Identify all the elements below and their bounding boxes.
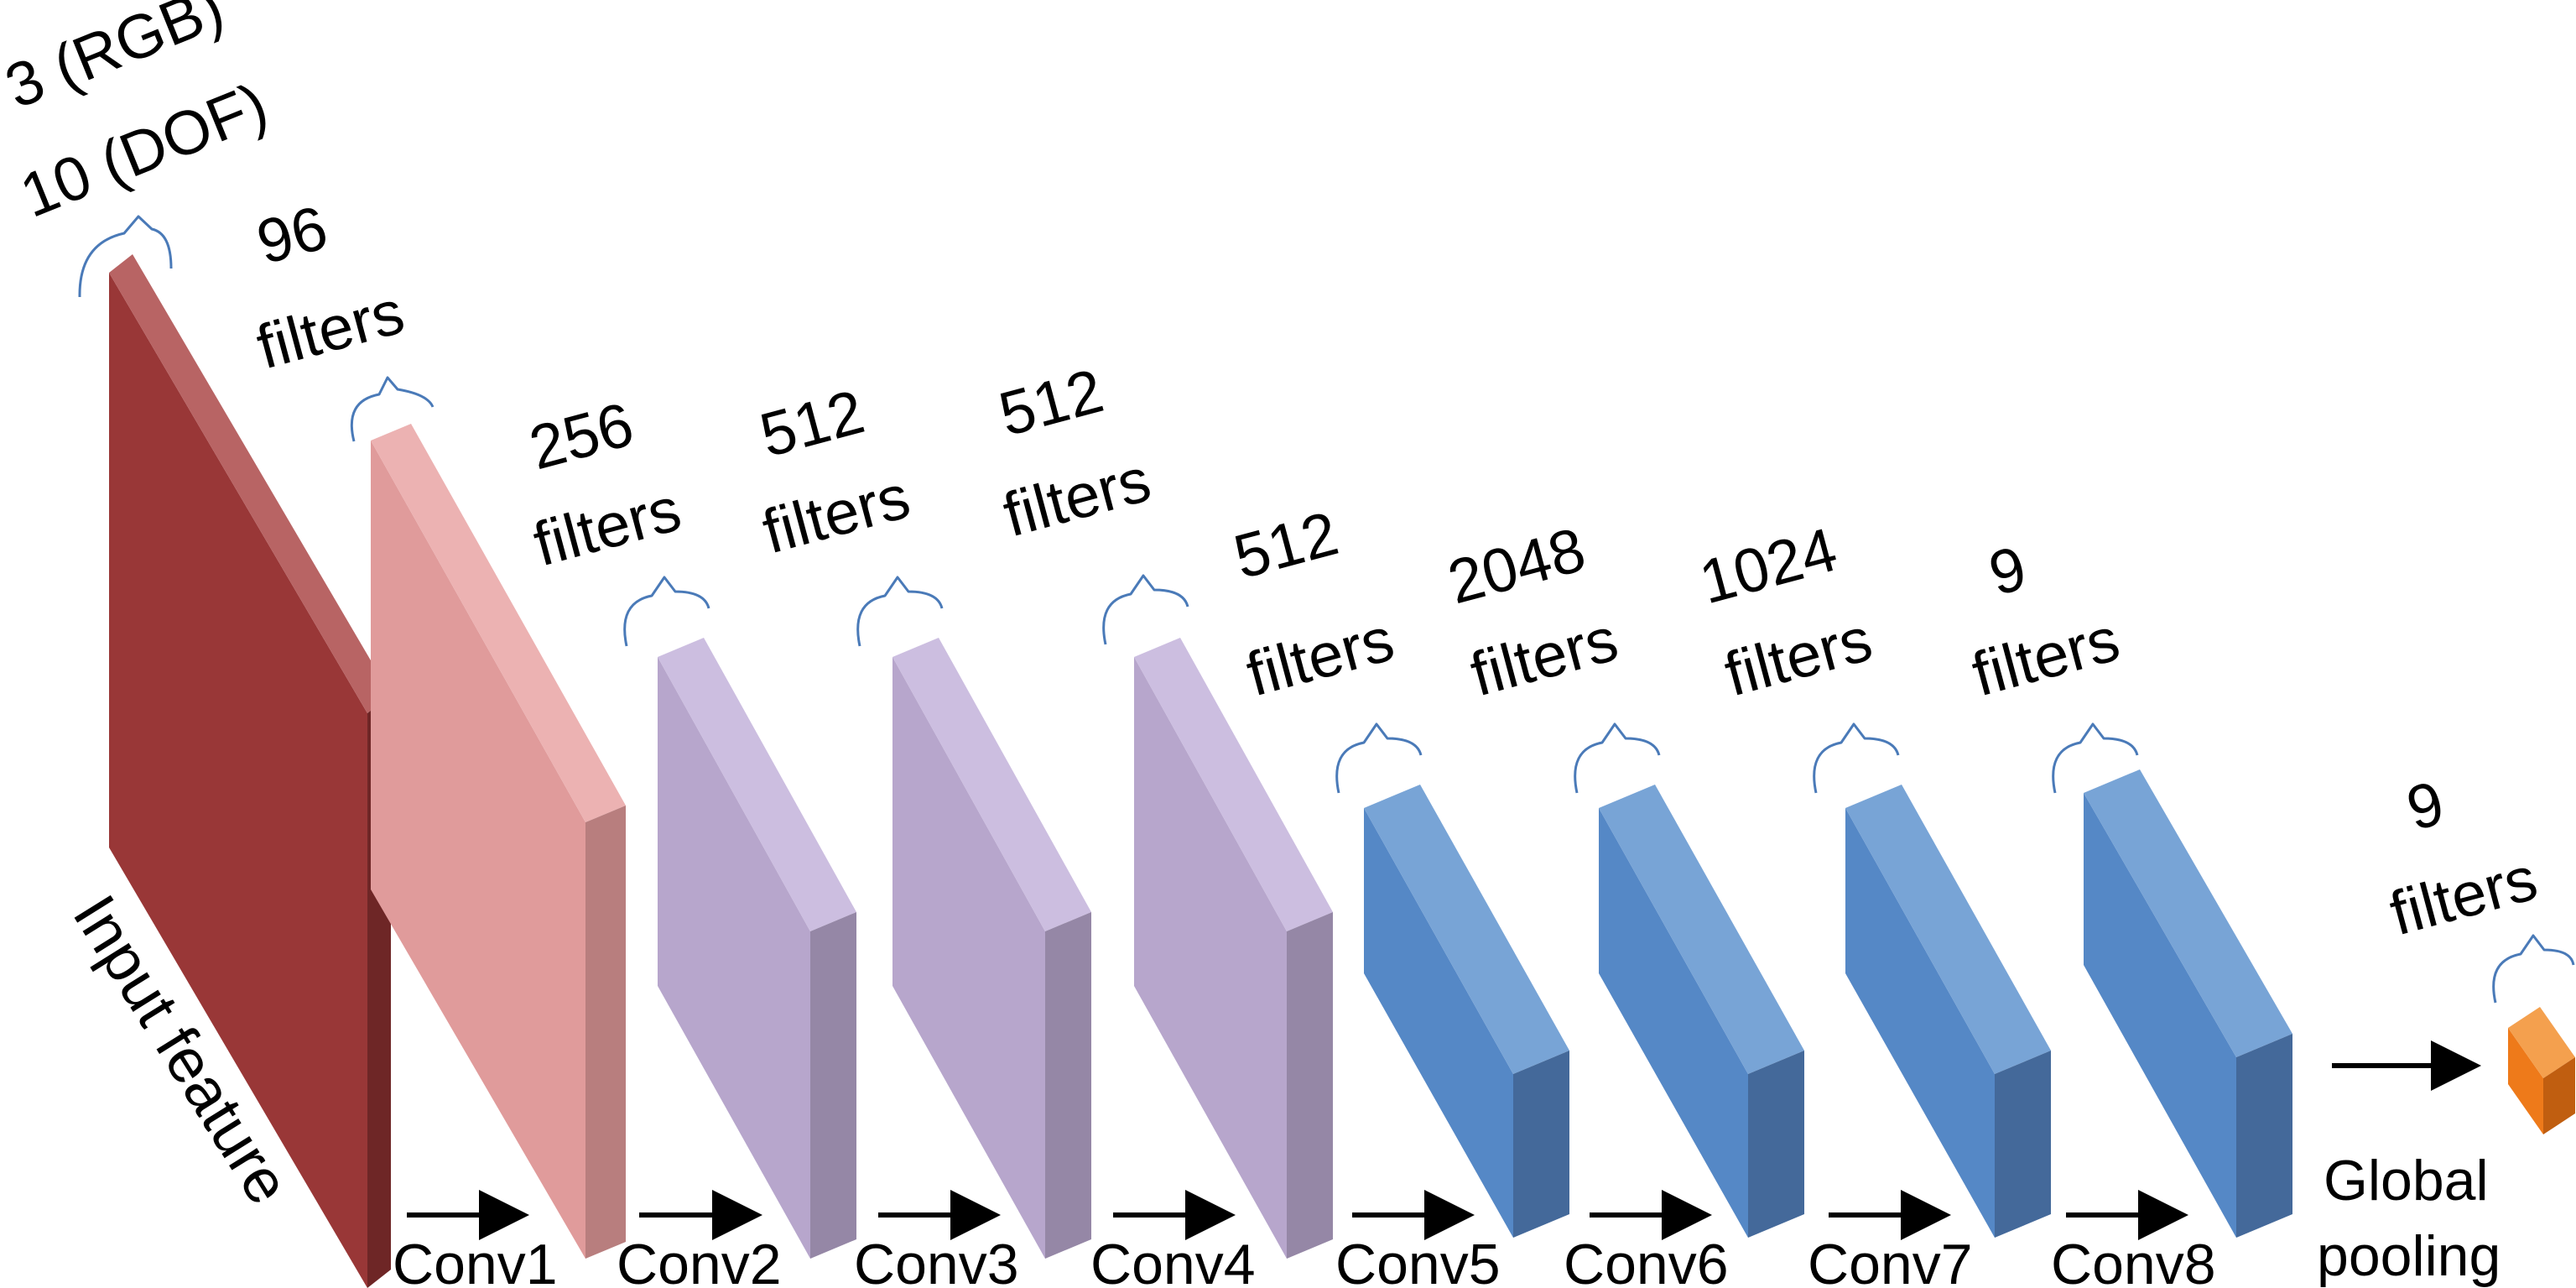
- conv3-brace: [856, 576, 944, 647]
- conv8-block: [2084, 769, 2292, 1238]
- global-pooling-label-line1: Global: [2324, 1149, 2489, 1212]
- conv4-filter-unit: filters: [997, 445, 1158, 550]
- conv3-block: [892, 638, 1091, 1259]
- conv1-brace: [350, 376, 435, 442]
- conv2-filter-count: 256: [523, 388, 641, 482]
- conv8-filter-count: 9: [1982, 533, 2033, 609]
- conv6-block: [1599, 785, 1804, 1238]
- conv4-brace: [1102, 574, 1189, 645]
- conv4-block: [1134, 638, 1333, 1259]
- conv7-label: Conv7: [1808, 1233, 1973, 1288]
- conv7-filter-count: 1024: [1693, 514, 1844, 618]
- conv1-block: [371, 424, 626, 1259]
- output-filter-count: 9: [2400, 768, 2451, 844]
- flow-arrows: [407, 1040, 2481, 1240]
- conv4-label: Conv4: [1090, 1233, 1256, 1288]
- conv6-filter-count: 2048: [1441, 514, 1592, 618]
- conv1-filter-unit: filters: [250, 277, 411, 383]
- conv3-label: Conv3: [854, 1233, 1019, 1288]
- conv6-filter-unit: filters: [1464, 604, 1625, 710]
- conv8-label: Conv8: [2051, 1233, 2216, 1288]
- conv1-label: Conv1: [393, 1233, 558, 1288]
- conv6-label: Conv6: [1564, 1233, 1729, 1288]
- conv4-filter-count: 512: [992, 355, 1111, 449]
- conv2-label: Conv2: [617, 1233, 782, 1288]
- conv7-brace: [1813, 722, 1900, 794]
- conv2-block: [658, 638, 856, 1259]
- conv7-block: [1845, 785, 2051, 1238]
- conv8-brace: [2052, 722, 2139, 794]
- conv5-label: Conv5: [1335, 1233, 1501, 1288]
- conv5-filter-unit: filters: [1240, 604, 1401, 710]
- global-pooling-output-block: [2508, 1007, 2575, 1134]
- conv2-filter-unit: filters: [527, 474, 688, 580]
- conv5-block: [1364, 785, 1569, 1238]
- conv7-filter-unit: filters: [1718, 604, 1879, 710]
- conv8-filter-unit: filters: [1965, 604, 2126, 710]
- conv2-brace: [623, 576, 710, 647]
- conv3-filter-unit: filters: [756, 461, 917, 567]
- conv5-brace: [1335, 722, 1423, 794]
- global-pooling-label-line2: pooling: [2317, 1224, 2501, 1288]
- conv5-filter-count: 512: [1227, 498, 1345, 592]
- conv6-brace: [1574, 722, 1661, 794]
- output-filter-unit: filters: [2383, 843, 2544, 949]
- conv1-filter-count: 96: [250, 192, 335, 277]
- output-brace: [2492, 934, 2575, 1004]
- conv3-filter-count: 512: [753, 376, 872, 470]
- input-channel-brace: [78, 215, 173, 298]
